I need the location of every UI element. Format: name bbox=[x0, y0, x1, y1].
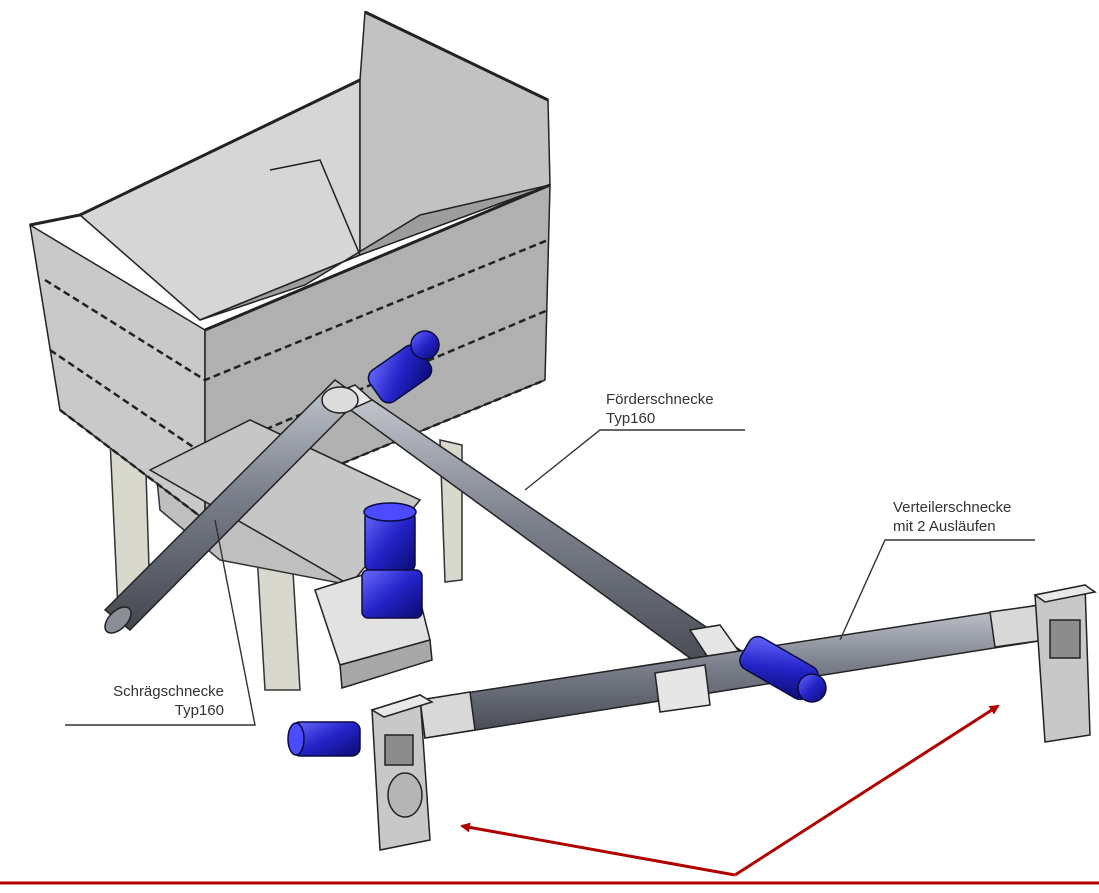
label-foerderschnecke: Förderschnecke Typ160 bbox=[606, 390, 714, 428]
outlet-left bbox=[370, 694, 434, 851]
outlet-right bbox=[1033, 584, 1097, 743]
label-schraegschnecke-line1: Schrägschnecke bbox=[113, 683, 224, 700]
label-verteilerschnecke: Verteilerschnecke mit 2 Ausläufen bbox=[893, 498, 1011, 536]
motor-left-outlet bbox=[287, 721, 361, 757]
red-arrows bbox=[0, 704, 1099, 885]
label-foerderschnecke-line1: Förderschnecke bbox=[606, 391, 714, 408]
arrow-to-left-outlet bbox=[460, 822, 736, 877]
motor-center bbox=[361, 502, 423, 619]
verteilerschnecke-tube bbox=[419, 604, 1046, 739]
label-schraegschnecke: Schrägschnecke Typ160 bbox=[68, 682, 224, 720]
motor-junction bbox=[739, 635, 827, 703]
label-foerderschnecke-line2: Typ160 bbox=[606, 410, 656, 427]
leader-lines bbox=[65, 429, 1035, 726]
label-verteilerschnecke-line1: Verteilerschnecke bbox=[893, 499, 1012, 516]
schraegschnecke-tube bbox=[103, 379, 362, 634]
arrow-to-right-outlet bbox=[734, 704, 1000, 877]
label-verteilerschnecke-line2: mit 2 Ausläufen bbox=[893, 518, 996, 535]
motor-top bbox=[367, 330, 440, 404]
label-schraegschnecke-line2: Typ160 bbox=[174, 702, 224, 719]
